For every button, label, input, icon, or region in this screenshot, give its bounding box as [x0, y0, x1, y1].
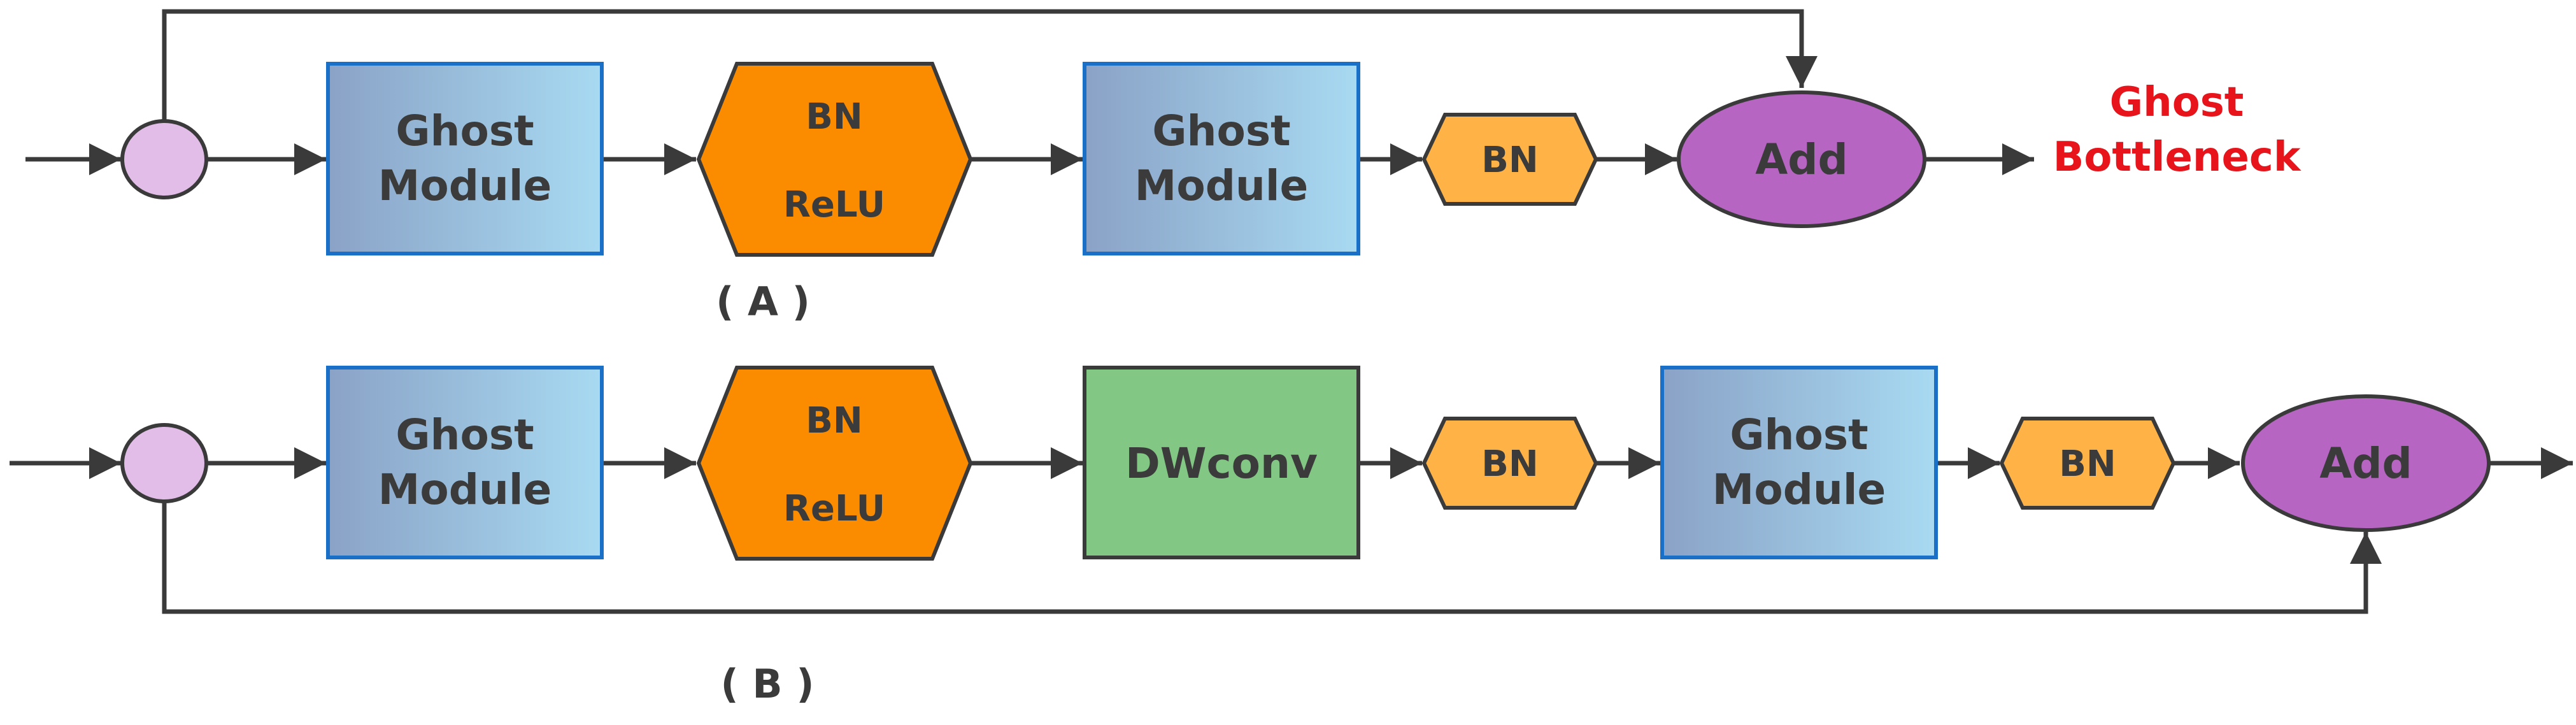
row-b [10, 447, 2573, 614]
diagram-title-line2: Bottleneck [2053, 134, 2302, 181]
row-b-ghost2-line1: Ghost [1730, 410, 1868, 459]
row-b-ghost-module-1: Ghost Module [326, 366, 604, 559]
row-b-bn-relu-line2: ReLU [783, 488, 885, 529]
row-a [25, 9, 2034, 175]
row-b-bn1-label: BN [1481, 443, 1539, 485]
row-a-bn-relu-hexagon: BN ReLU [696, 62, 973, 257]
row-a-ghost1-line1: Ghost [395, 106, 534, 155]
row-b-skip-connection [162, 500, 2382, 614]
row-b-bn-hexagon-1: BN [1421, 417, 1598, 510]
row-a-ghost2-line1: Ghost [1152, 106, 1290, 155]
row-b-bn-hexagon-2: BN [1999, 417, 2176, 510]
row-b-bn-relu-hexagon: BN ReLU [696, 366, 973, 561]
row-b-ghost1-line2: Module [378, 465, 552, 514]
row-a-caption: ( A ) [716, 278, 810, 325]
row-b-bn-relu-line1: BN [806, 400, 863, 441]
row-b-add-node: Add [2241, 394, 2491, 532]
row-a-ghost-module-2: Ghost Module [1083, 62, 1360, 255]
row-a-ghost2-line2: Module [1135, 161, 1309, 210]
row-b-bn2-label: BN [2059, 443, 2116, 485]
row-b-dwconv-label: DWconv [1125, 439, 1318, 488]
row-b-caption: ( B ) [720, 661, 814, 707]
row-b-ghost2-line2: Module [1712, 465, 1886, 514]
row-b-ghost-module-2: Ghost Module [1660, 366, 1938, 559]
row-a-add-node: Add [1677, 90, 1926, 228]
row-b-add-label: Add [2319, 439, 2412, 488]
row-a-split-node [120, 119, 208, 199]
row-a-bn-label: BN [1481, 140, 1539, 181]
row-a-bn-relu-line2: ReLU [783, 184, 885, 226]
diagram-title-line1: Ghost [2110, 79, 2244, 126]
row-b-split-node [120, 423, 208, 503]
row-b-ghost1-line1: Ghost [395, 410, 534, 459]
row-a-ghost-module-1: Ghost Module [326, 62, 604, 255]
row-b-dwconv-block: DWconv [1083, 366, 1360, 559]
row-a-bn-hexagon: BN [1421, 113, 1598, 206]
row-a-add-label: Add [1755, 135, 1848, 184]
row-a-skip-connection [162, 9, 1818, 133]
row-a-bn-relu-line1: BN [806, 96, 863, 138]
row-a-ghost1-line2: Module [378, 161, 552, 210]
